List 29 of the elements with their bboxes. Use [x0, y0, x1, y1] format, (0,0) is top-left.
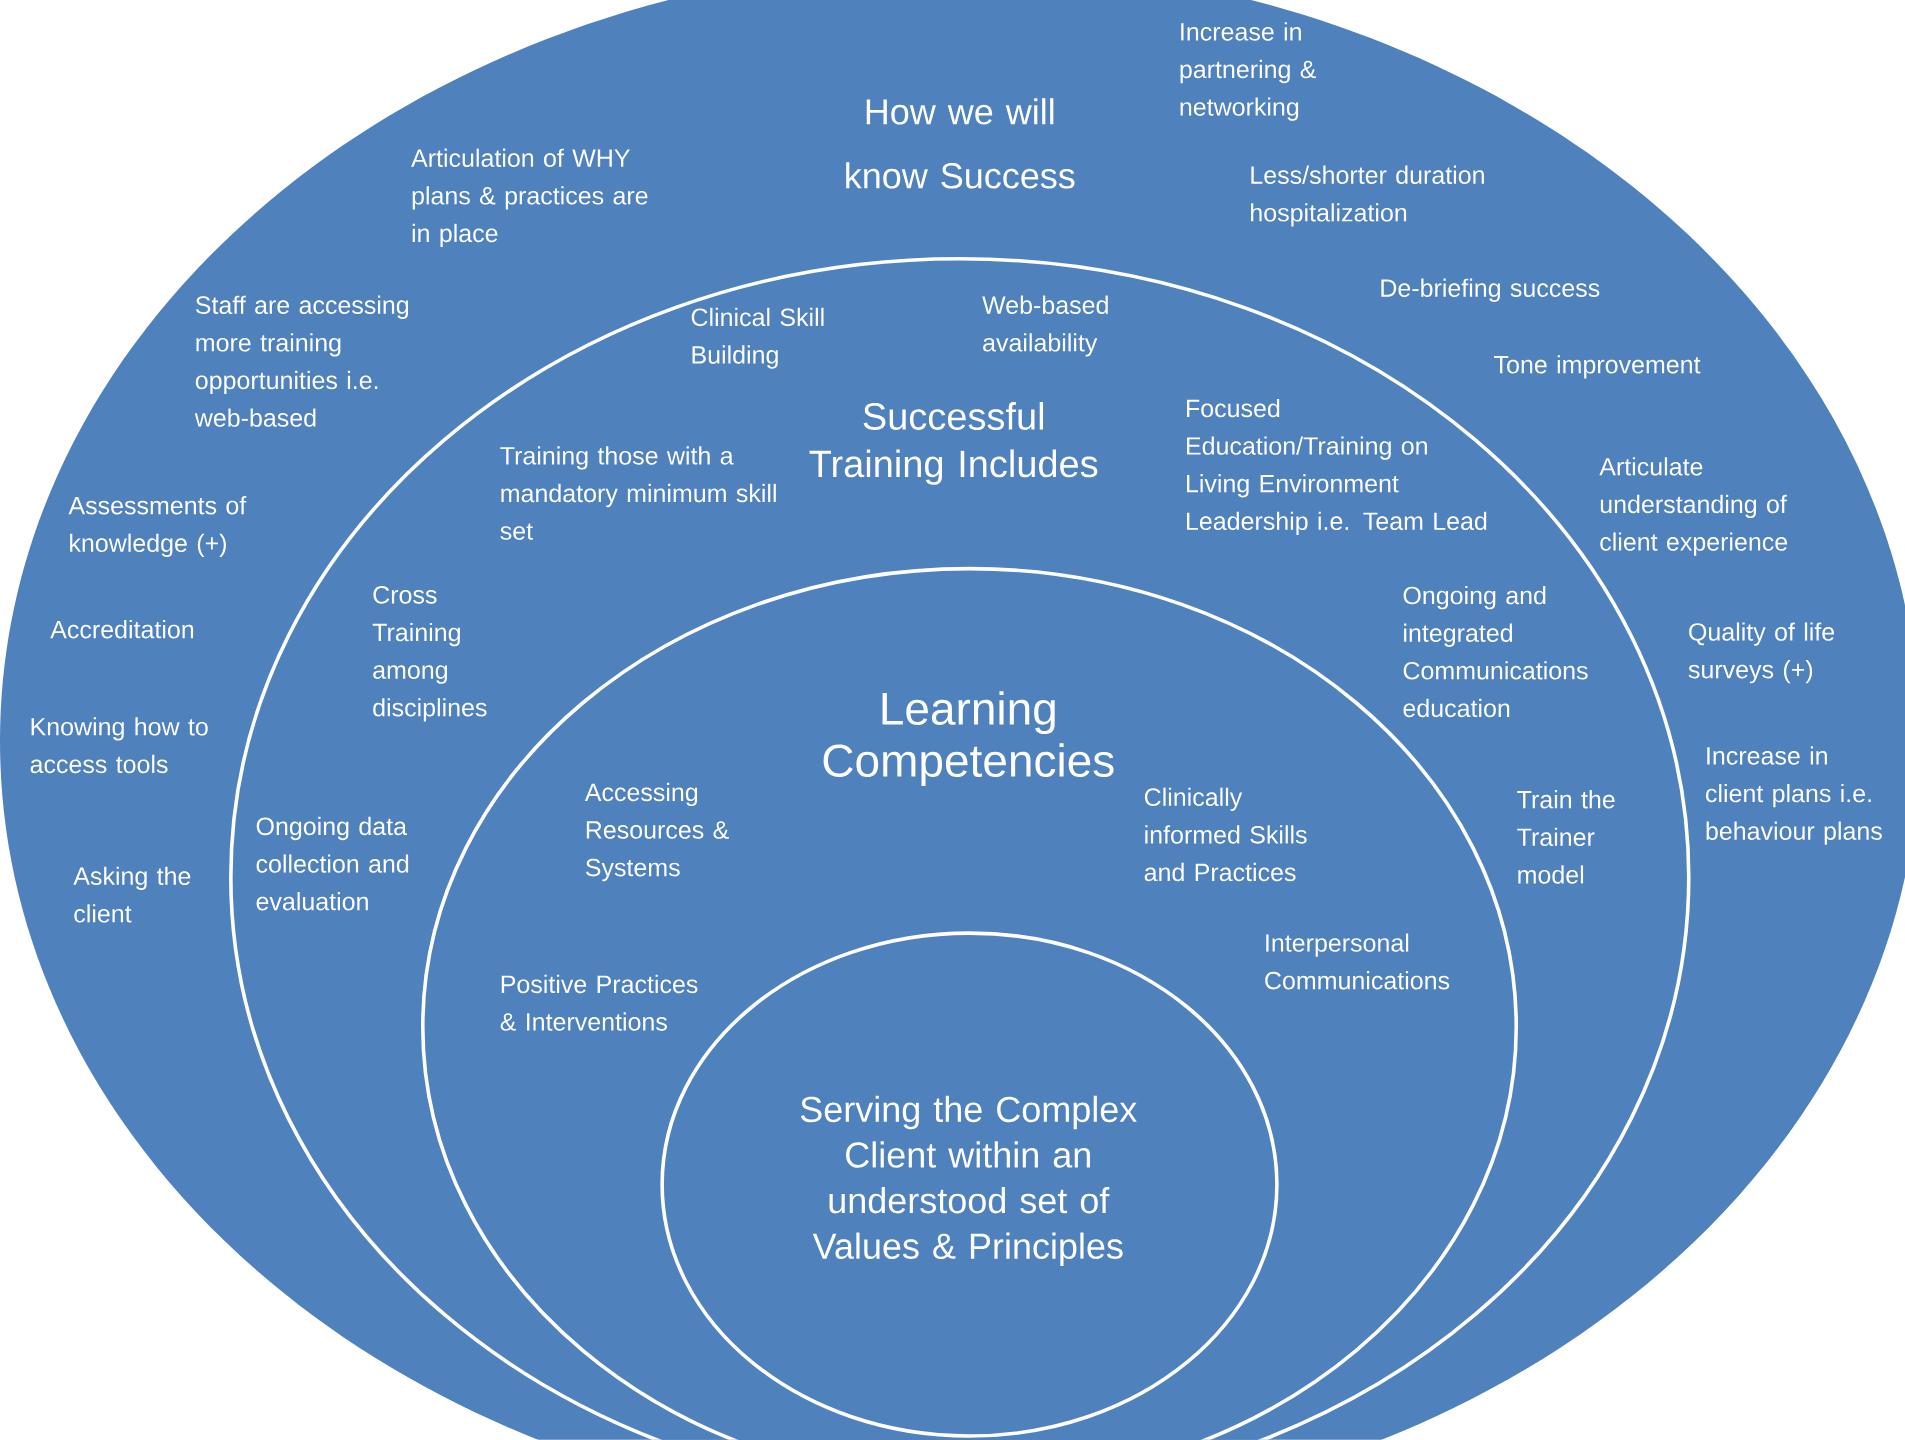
item-text: Training those with a mandatory minimum skill set [500, 446, 776, 540]
item-text: Articulation of WHY plans & practices are in place [411, 148, 648, 248]
item-text: Asking the client [73, 866, 191, 923]
item-text: Cross Training among disciplines [372, 586, 487, 722]
item-text: Less/shorter duration hospitalization [1251, 165, 1484, 227]
item-text: Interpersonal Communications [1265, 933, 1450, 990]
item-text: Tone improvement [1494, 355, 1701, 379]
item-text: Staff are accessing more training opportunities i.e. web-based [194, 295, 409, 427]
item-text: Positive Practices & Interventions [500, 974, 698, 1031]
item-text: Clinically informed Skills and Practices [1144, 787, 1307, 882]
item-text: Ongoing and integrated Communications education [1403, 586, 1588, 718]
item-text: Knowing how to access tools [30, 717, 208, 774]
item-text: Accreditation [50, 620, 194, 639]
item-text: Increase in client plans i.e. behaviour plans [1706, 746, 1882, 845]
item-text: De-briefing success [1381, 278, 1600, 303]
item-text: Web-based availability [982, 295, 1108, 357]
item-text: Accessing Resources & Systems [584, 782, 729, 882]
item-text: Focused Education/Training on Living Environment Leadership i.e. Team Lead [1187, 399, 1487, 536]
item-text: Articulate understanding of client experience [1599, 457, 1788, 556]
item-text: Quality of life surveys (+) [1688, 622, 1835, 684]
item-text: Clinical Skill Building [691, 307, 824, 369]
heading: Successful Training Includes [809, 402, 1098, 485]
heading: Serving the Complex Client within an understood set of Values & Principles [800, 1095, 1137, 1267]
heading: How we will know Success [846, 98, 1075, 189]
item-text: Assessments of knowledge (+) [68, 496, 247, 558]
item-text: Ongoing data collection and evaluation [256, 817, 409, 911]
item-text: Increase in partnering & networking [1180, 22, 1317, 121]
heading: Learning Competencies [823, 691, 1114, 787]
item-text: Train the Trainer model [1517, 790, 1615, 884]
